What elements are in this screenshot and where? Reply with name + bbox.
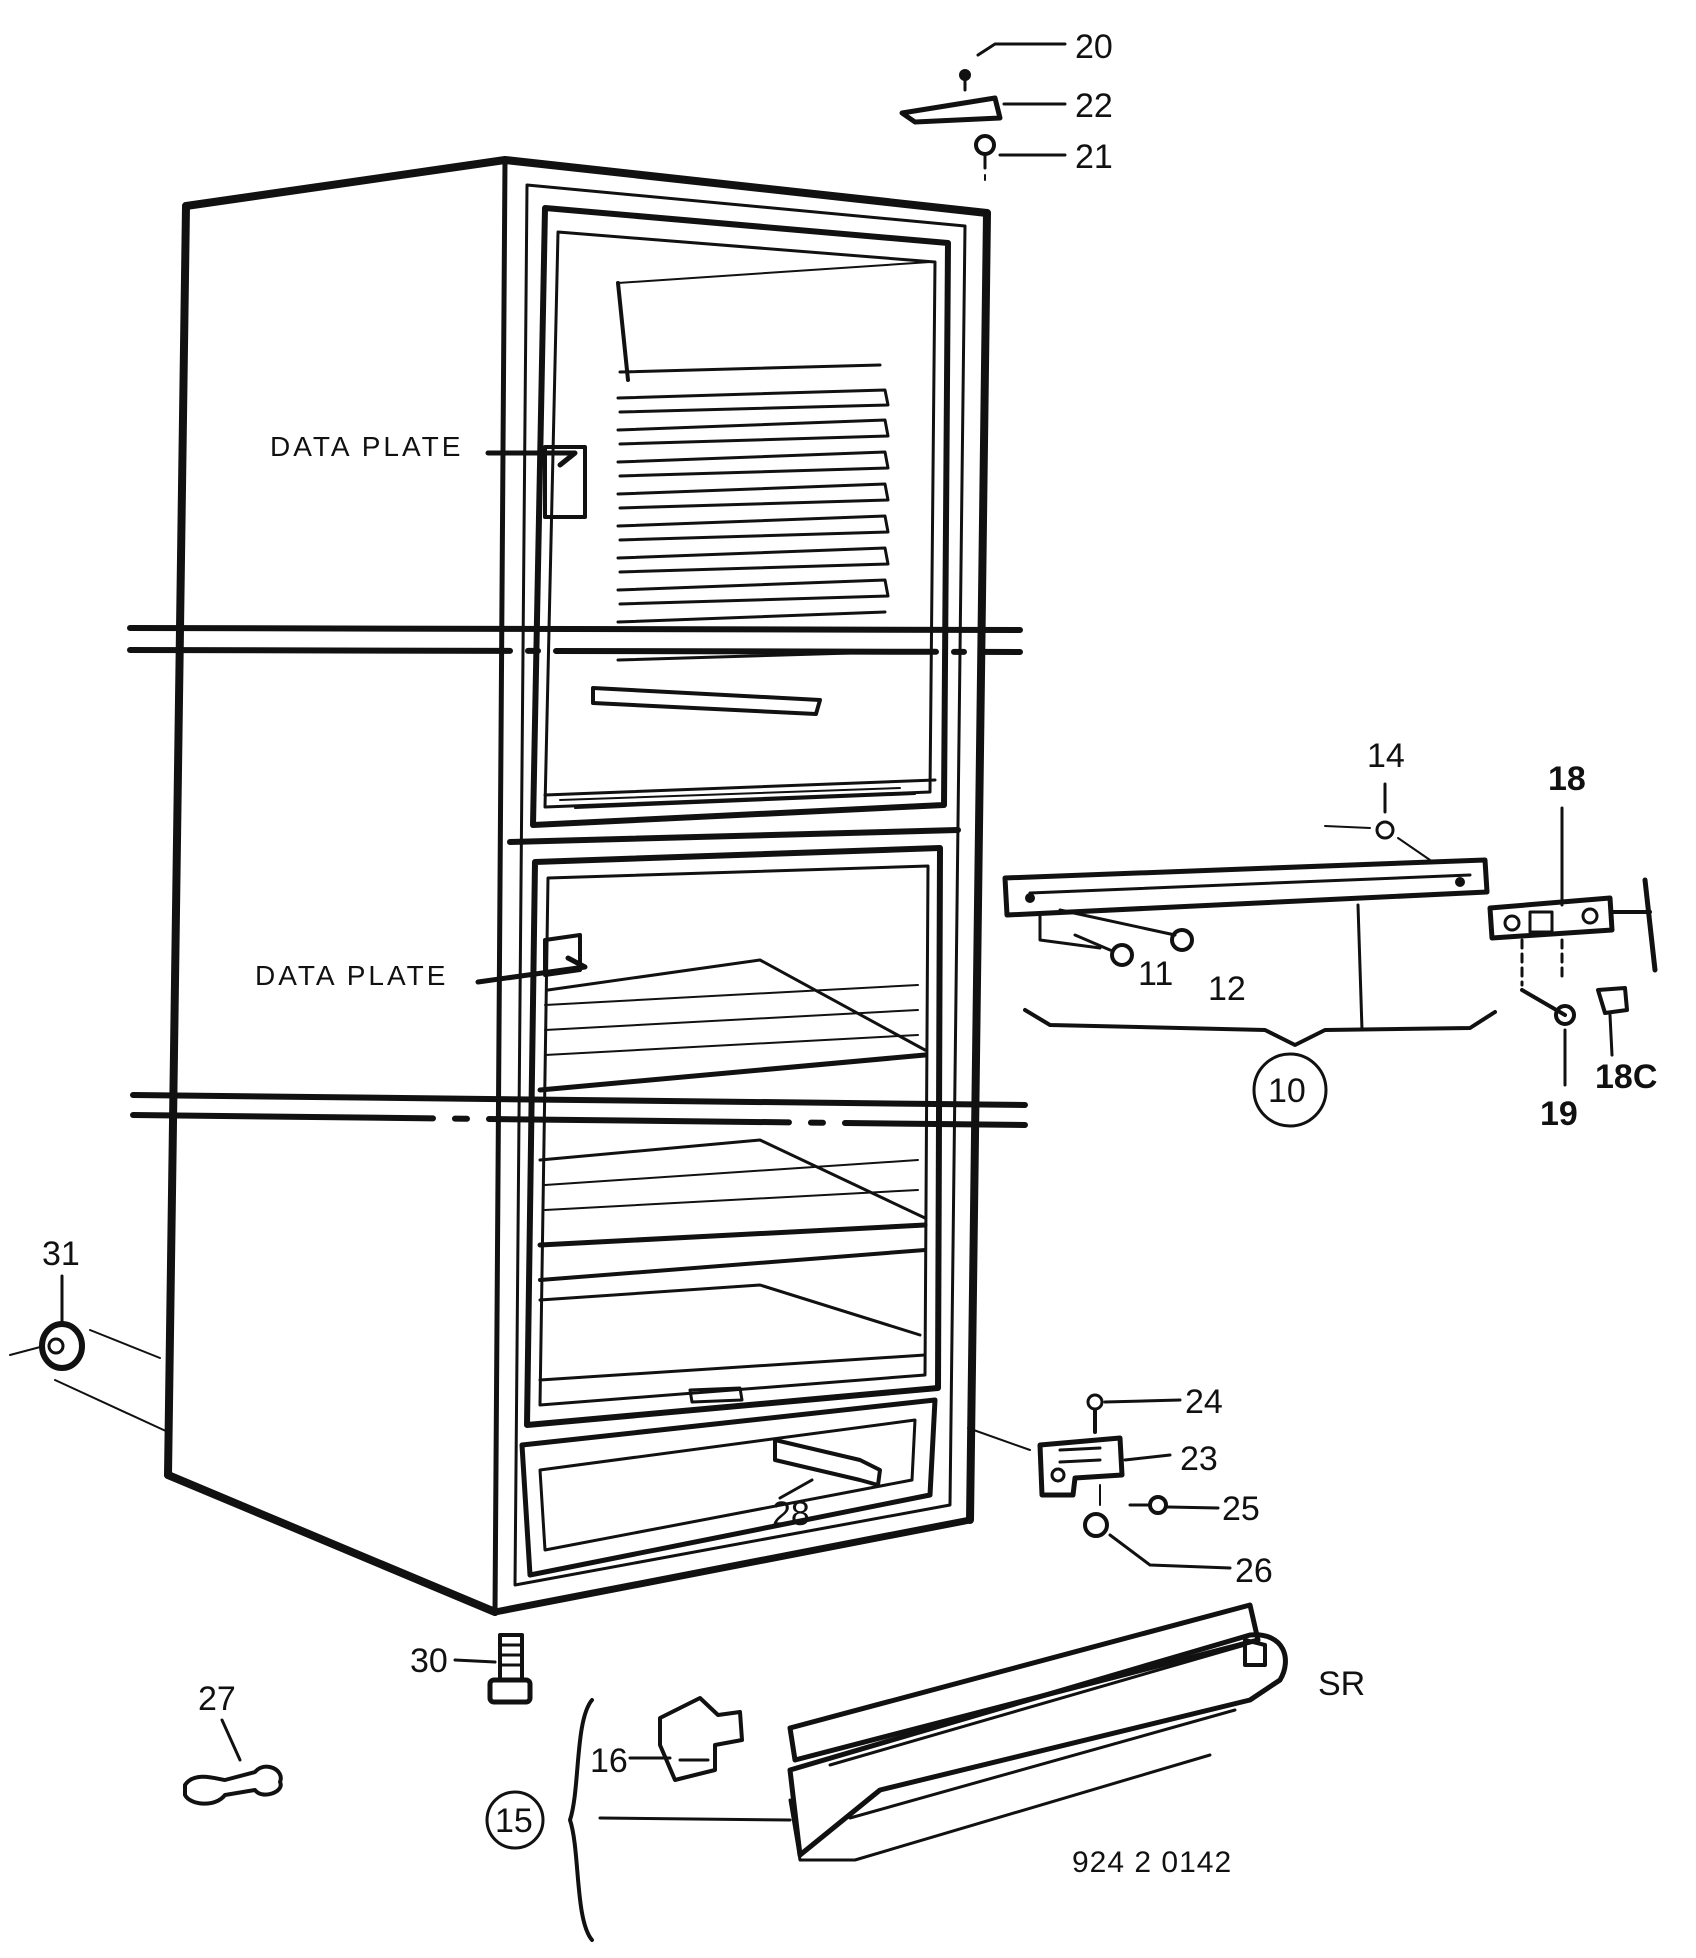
part-11-label: 11 [1138,955,1173,993]
part-28-label: 28 [772,1495,810,1533]
clip-16 [628,1696,744,1782]
part-31-label: 31 [42,1235,80,1273]
part-27-label: 27 [198,1680,236,1718]
part-25-label: 25 [1222,1490,1260,1528]
door-handle-15 [485,1602,1288,1942]
part-21-label: 21 [1075,138,1113,176]
door-stop-assembly [1002,782,1497,1128]
top-hinge-assembly [899,42,1067,181]
part-15-label: 15 [495,1802,533,1840]
data-plate-upper-leader [485,450,578,468]
drawing-code: 924 2 0142 [1072,1846,1232,1879]
part-18-label: 18 [1548,760,1586,798]
wire-shelves [537,958,928,1382]
sr-label: SR [1318,1665,1365,1703]
part-23-label: 23 [1180,1440,1218,1478]
bottom-hinge-assembly [967,1393,1232,1570]
part-24-label: 24 [1185,1383,1223,1421]
part-19-label: 19 [1540,1095,1578,1133]
refrigerator-cabinet [164,156,991,1616]
data-plate-upper-label: DATA PLATE [270,431,463,462]
part-20-label: 20 [1075,28,1113,66]
data-plate-lower-leader [475,955,588,985]
part-26-label: 26 [1235,1552,1273,1590]
part-10-label: 10 [1268,1072,1306,1110]
hinge-18-assembly [1487,806,1658,1087]
drip-tray-28 [773,1438,882,1500]
wrench-27 [183,1718,283,1806]
data-plate-upper-box [543,445,587,519]
part-18c-label: 18C [1595,1058,1657,1096]
glide-31 [9,1274,169,1433]
data-plate-lower-label: DATA PLATE [255,960,448,991]
part-12-label: 12 [1208,970,1246,1008]
upper-compartment-ribs [591,388,890,716]
levelling-foot-30 [453,1633,533,1705]
part-14-label: 14 [1367,737,1405,775]
part-30-label: 30 [410,1642,448,1680]
part-16-label: 16 [590,1742,628,1780]
break-lines [127,625,1028,1128]
part-22-label: 22 [1075,87,1113,125]
